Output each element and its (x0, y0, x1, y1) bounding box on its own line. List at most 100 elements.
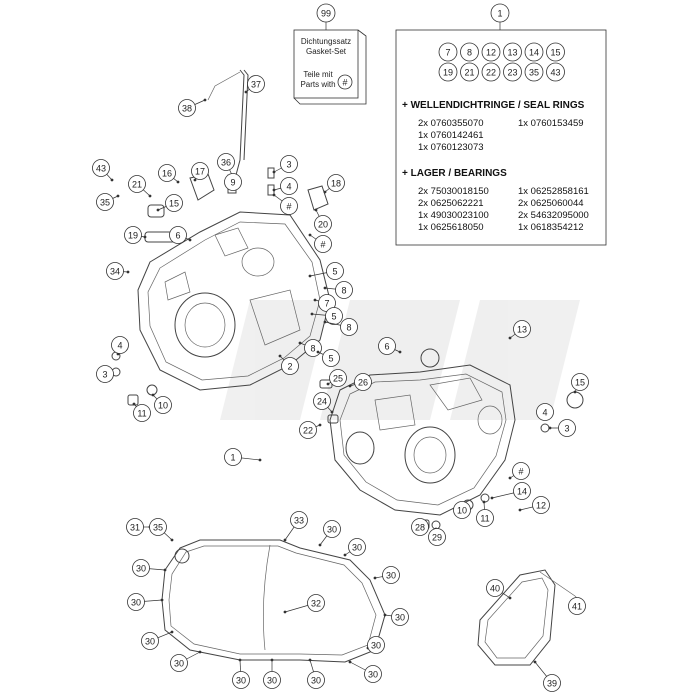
callout-circle (141, 632, 159, 650)
leader-end-dot (272, 170, 276, 174)
callout-circle (191, 162, 209, 180)
callout-c10_l: 10 (158, 400, 168, 410)
callout-circle (92, 159, 110, 177)
callout-circle (133, 404, 151, 422)
callout-c15_l: 15 (169, 198, 179, 208)
leader-end-dot (398, 350, 402, 354)
leader-end-dot (203, 98, 207, 102)
leader-end-dot (318, 423, 322, 427)
callout-c18: 18 (331, 178, 341, 188)
callout-circle (128, 175, 146, 193)
kit-part-number: 22 (486, 68, 496, 78)
leader-end-dot (176, 180, 180, 184)
callout-circle (354, 373, 372, 391)
seal-ring-part: 2x 0760355070 (418, 118, 484, 129)
leader-end-dot (270, 658, 274, 662)
callout-circle (96, 365, 114, 383)
callout-c35_b: 35 (153, 522, 163, 532)
callout-c11_l: 11 (137, 408, 146, 418)
callout-c33: 33 (294, 515, 304, 525)
callout-circle (513, 320, 531, 338)
callout-circle (280, 177, 298, 195)
kit-part-circle (481, 62, 501, 82)
kit-part-number: 14 (529, 48, 539, 58)
callout-circle (224, 173, 242, 191)
callout-c14: 14 (517, 486, 527, 496)
callout-circle (532, 496, 550, 514)
leader-end-dot (313, 298, 317, 302)
leader-end-dot (151, 393, 155, 397)
callout-c30_i: 30 (174, 658, 184, 668)
callout-circle (326, 262, 344, 280)
callout-c28: 28 (415, 522, 425, 532)
left-crankcase-half (137, 211, 331, 391)
callout-circle (411, 518, 429, 536)
callout-c22: 22 (303, 425, 313, 435)
seal-ring-part: 1x 0760142461 (418, 130, 484, 141)
callout-1-kit: 1 (497, 9, 502, 19)
watermark-logo (220, 300, 580, 420)
callout-c38: 38 (182, 103, 192, 113)
leader-end-dot (193, 178, 197, 182)
leader-end-dot (508, 476, 512, 480)
callout-circle (299, 421, 317, 439)
callout-c2: 2 (287, 361, 292, 371)
callout-c4_top: 4 (286, 181, 291, 191)
leader-end-dot (383, 613, 387, 617)
callout-c12: 12 (536, 500, 546, 510)
leader-end-dot (548, 426, 552, 430)
callout-hash_r: # (518, 466, 523, 476)
callout-circle (571, 373, 589, 391)
callout-circle (513, 482, 531, 500)
callout-c36: 36 (221, 157, 231, 167)
leader-end-dot (348, 384, 352, 388)
callout-c8_a: 8 (341, 285, 346, 295)
leader-end-dot (348, 660, 352, 664)
callout-circle (391, 608, 409, 626)
leader-end-dot (323, 320, 327, 324)
callout-c8_b: 8 (346, 322, 351, 332)
callout-circle (382, 566, 400, 584)
callout-circle (154, 396, 172, 414)
leader-end-dot (490, 496, 494, 500)
callout-c5_a: 5 (332, 266, 337, 276)
bearing-part: 2x 0625062221 (418, 198, 484, 209)
callout-circle (367, 636, 385, 654)
parts-with-label-en: Parts with (300, 80, 335, 89)
leader-end-dot (518, 508, 522, 512)
bearing-part: 1x 0618354212 (518, 222, 584, 233)
callout-99: 99 (321, 9, 331, 19)
callout-circle (106, 262, 124, 280)
callout-circle (165, 194, 183, 212)
leader-end-dot (323, 190, 327, 194)
callout-circle (127, 593, 145, 611)
callout-c13: 13 (517, 324, 527, 334)
callout-c4_r: 4 (542, 407, 547, 417)
kit-part-circle (524, 62, 544, 82)
callout-circle (364, 665, 382, 683)
callout-c5_b: 5 (331, 311, 336, 321)
callout-circle (322, 349, 340, 367)
leader-end-dot (326, 382, 330, 386)
callout-c8_c: 8 (310, 343, 315, 353)
leader-end-dot (160, 598, 164, 602)
bearing-part: 2x 75030018150 (418, 186, 489, 197)
callout-c7: 7 (324, 298, 329, 308)
leader-end-dot (508, 596, 512, 600)
leader-end-dot (308, 658, 312, 662)
callout-circle (280, 155, 298, 173)
callout-circle (568, 597, 586, 615)
kit-part-circle (503, 62, 522, 82)
leader-end-dot (330, 410, 334, 414)
callout-c30_j: 30 (236, 675, 246, 685)
gasket-set-label-en: Gasket-Set (306, 47, 347, 56)
leader-end-dot (318, 543, 322, 547)
callout-circle (132, 559, 150, 577)
callout-circle (149, 518, 167, 536)
seal-rings-heading: + WELLENDICHTRINGE / SEAL RINGS (402, 100, 585, 111)
callout-circle (217, 153, 235, 171)
callout-c26: 26 (358, 377, 368, 387)
seal-ring-part: 1x 0760123073 (418, 142, 484, 153)
